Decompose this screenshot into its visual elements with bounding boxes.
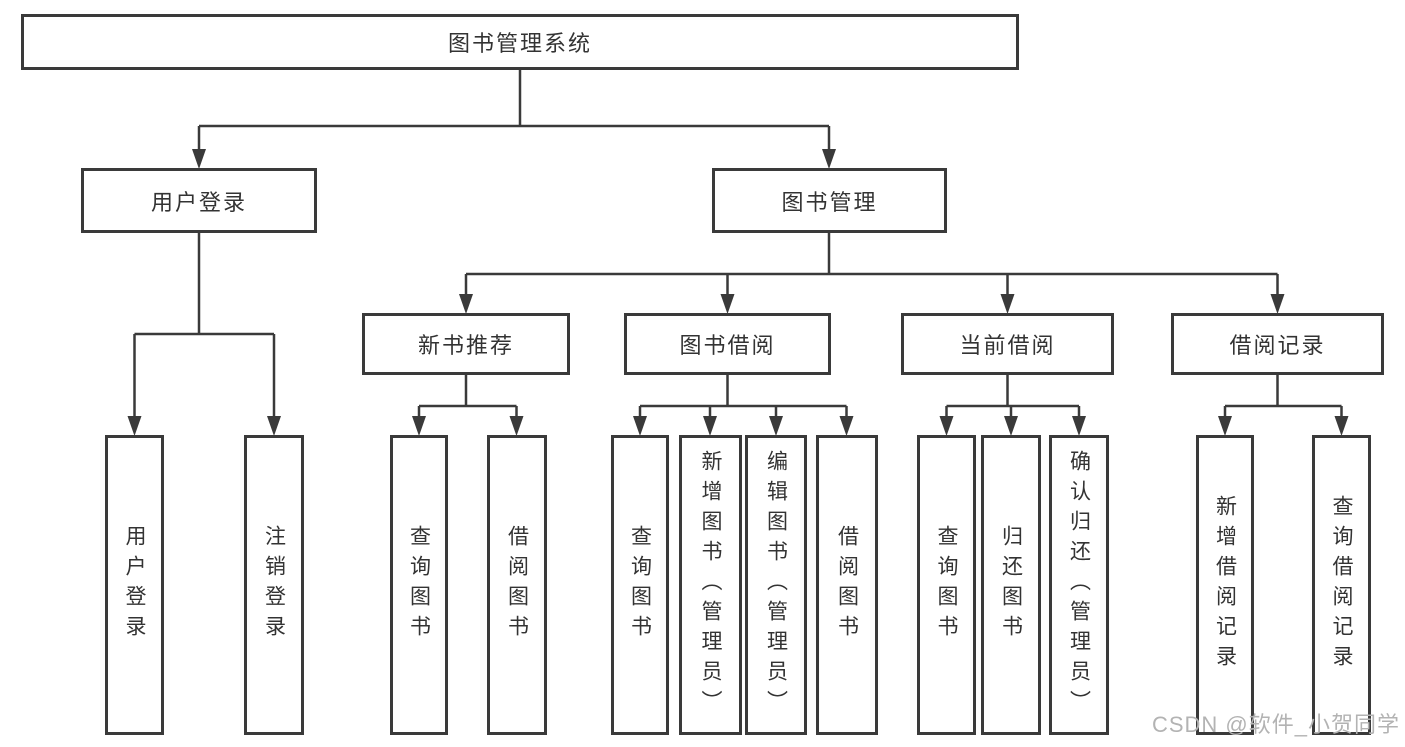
leaf-add-book-admin: 新增图书（管理员）: [679, 435, 742, 735]
node-label: 归还图书: [999, 525, 1023, 645]
node-root-library-management-system: 图书管理系统: [21, 14, 1019, 70]
node-label: 借阅记录: [1229, 333, 1326, 358]
node-label: 查询图书: [628, 525, 652, 645]
leaf-borrow-query-books: 查询图书: [611, 435, 669, 735]
node-label: 借阅图书: [835, 525, 859, 645]
node-label: 用户登录: [150, 189, 247, 215]
leaf-add-borrow-record: 新增借阅记录: [1196, 435, 1254, 735]
leaf-current-query-books: 查询图书: [917, 435, 976, 735]
leaf-recommend-query-books: 查询图书: [390, 435, 448, 735]
watermark: CSDN @软件_小贺同学: [1151, 712, 1400, 737]
node-book-management: 图书管理: [712, 168, 947, 233]
node-label: 用户登录: [123, 525, 146, 645]
leaf-borrow-borrow-books: 借阅图书: [816, 435, 878, 735]
node-label: 新增借阅记录: [1213, 495, 1237, 675]
node-label: 查询图书: [935, 525, 958, 645]
node-borrowing-records: 借阅记录: [1171, 313, 1384, 375]
node-label: 编辑图书（管理员）: [764, 450, 788, 720]
node-label: 当前借阅: [959, 333, 1056, 358]
node-label: 注销登录: [262, 525, 286, 645]
leaf-logout: 注销登录: [244, 435, 304, 735]
node-current-borrowing: 当前借阅: [901, 313, 1114, 375]
node-label: 新增图书（管理员）: [699, 450, 722, 720]
node-label: 图书管理: [781, 189, 878, 215]
node-label: 图书借阅: [679, 333, 776, 358]
node-book-borrowing: 图书借阅: [624, 313, 831, 375]
node-user-login: 用户登录: [81, 168, 317, 233]
node-label: 图书管理系统: [447, 31, 592, 56]
leaf-user-login: 用户登录: [105, 435, 164, 735]
node-new-book-recommendation: 新书推荐: [362, 313, 570, 375]
arrowheads: [127, 149, 1349, 436]
node-label: 新书推荐: [417, 333, 514, 358]
leaf-confirm-return-admin: 确认归还（管理员）: [1049, 435, 1109, 735]
leaf-edit-book-admin: 编辑图书（管理员）: [745, 435, 807, 735]
node-label: 查询图书: [407, 525, 431, 645]
node-label: 确认归还（管理员）: [1067, 450, 1091, 720]
leaf-query-borrow-record: 查询借阅记录: [1312, 435, 1371, 735]
leaf-return-books: 归还图书: [981, 435, 1041, 735]
leaf-recommend-borrow-books: 借阅图书: [487, 435, 547, 735]
node-label: 借阅图书: [505, 525, 529, 645]
node-label: 查询借阅记录: [1330, 495, 1353, 675]
